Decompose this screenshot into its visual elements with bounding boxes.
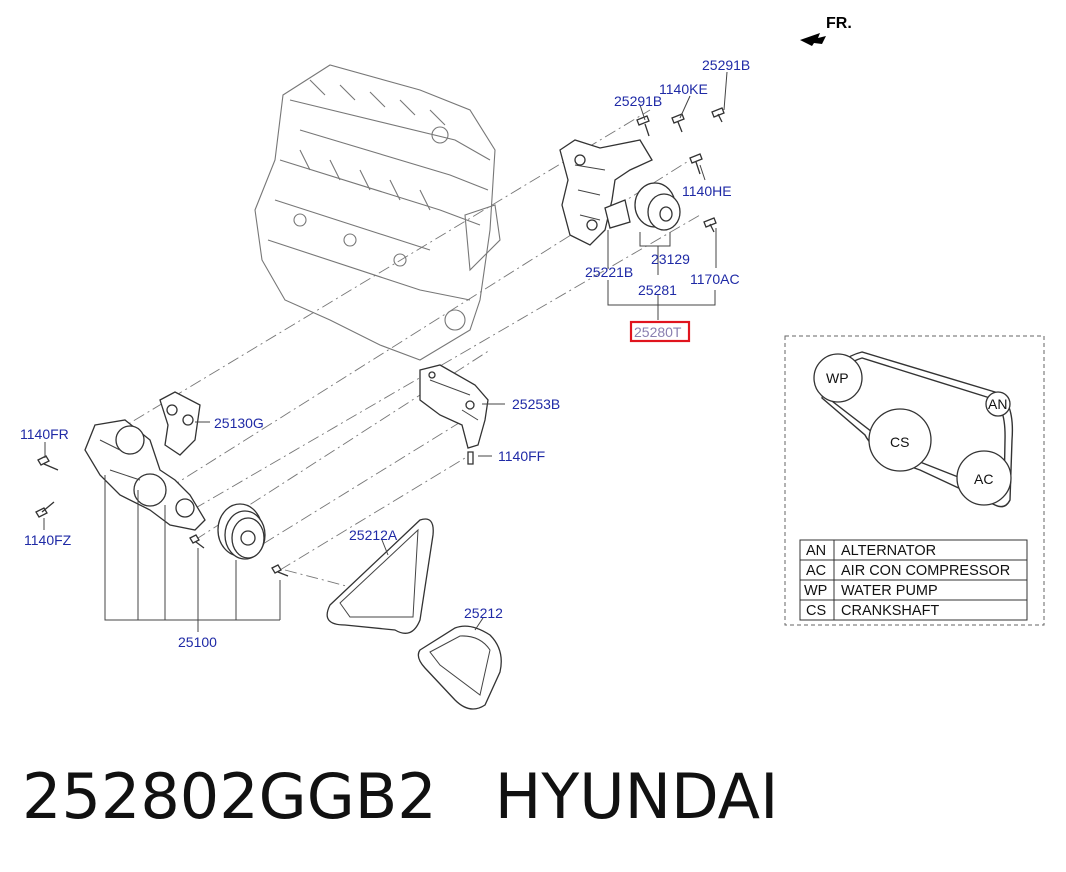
front-direction-indicator: FR. — [800, 15, 852, 46]
pulley-an — [985, 391, 1011, 417]
part-label[interactable]: 1140FZ — [24, 532, 72, 548]
part-label[interactable]: 1140FF — [498, 448, 545, 464]
part-caption: 252802GGB2 HYUNDAI — [22, 760, 1052, 840]
highlighted-part-25280T[interactable]: 25280T — [629, 320, 691, 343]
brand-caption: HYUNDAI — [494, 760, 779, 833]
engine-block-illustration — [254, 64, 501, 361]
water-pump-illustration — [84, 391, 206, 531]
part-label[interactable]: 25130G — [214, 415, 264, 431]
part-label[interactable]: 25291B — [614, 93, 662, 109]
belt-routing-inset: WP AN CS AC AN ALTERNATOR AC AIR CON COM… — [784, 335, 1045, 626]
bolts-lower — [35, 455, 289, 577]
tensioner-assembly-illustration — [559, 139, 681, 246]
pulley-label: CS — [890, 434, 909, 450]
legend-code: AC — [806, 563, 826, 579]
part-labels: 25291B 1140KE 25291B 1140HE 23129 25221B… — [20, 57, 750, 650]
legend-name: ALTERNATOR — [841, 543, 936, 559]
pulley-wp — [813, 353, 863, 403]
part-label[interactable]: 25281 — [638, 282, 677, 298]
pulley-label: AN — [988, 396, 1007, 412]
engine-mount-bracket-illustration — [419, 364, 489, 465]
legend-name: CRANKSHAFT — [841, 603, 939, 619]
water-pump-pulley-illustration — [217, 503, 266, 560]
legend-code: CS — [806, 603, 826, 619]
drive-belt-illustrations — [326, 518, 502, 710]
pulley-label: WP — [826, 370, 849, 386]
front-arrow-icon — [800, 33, 826, 46]
pulley-legend-table: AN ALTERNATOR AC AIR CON COMPRESSOR WP W… — [799, 539, 1028, 621]
pulley-ac — [956, 450, 1012, 506]
parts-diagram: FR. — [20, 15, 1045, 710]
part-label[interactable]: 25253B — [512, 396, 560, 412]
part-label[interactable]: 1140HE — [682, 183, 732, 199]
part-label[interactable]: 25100 — [178, 634, 217, 650]
part-label[interactable]: 25291B — [702, 57, 750, 73]
leader-lines — [43, 71, 728, 632]
part-label-highlighted[interactable]: 25280T — [634, 324, 682, 340]
part-label[interactable]: 1170AC — [690, 271, 740, 287]
part-label[interactable]: 1140FR — [20, 426, 69, 442]
legend-name: WATER PUMP — [841, 583, 938, 599]
part-label[interactable]: 1140KE — [659, 81, 708, 97]
legend-code: AN — [806, 543, 826, 559]
part-label[interactable]: 25212A — [349, 527, 398, 543]
part-label[interactable]: 23129 — [651, 251, 690, 267]
pulley-cs — [868, 408, 932, 472]
part-label[interactable]: 25221B — [585, 264, 633, 280]
pulley-label: AC — [974, 471, 993, 487]
part-label[interactable]: 25212 — [464, 605, 503, 621]
legend-name: AIR CON COMPRESSOR — [841, 563, 1010, 579]
legend-code: WP — [804, 583, 827, 599]
front-direction-label: FR. — [826, 15, 852, 32]
part-number-caption: 252802GGB2 — [22, 760, 437, 833]
